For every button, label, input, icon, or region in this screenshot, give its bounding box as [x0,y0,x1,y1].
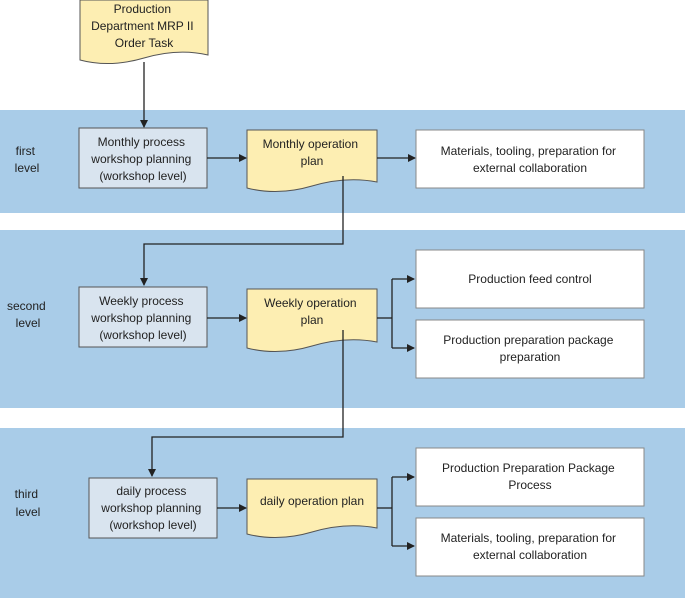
level-label-second: second level [7,299,49,330]
monthly-materials-label: Materials, tooling, preparation for exte… [441,144,620,175]
weekly-process-label: Weekly process workshop planning (worksh… [90,294,194,342]
order-task-label: Production Department MRP II Order Task [91,2,197,50]
arrow-weekly-plan-to-daily [148,330,344,477]
monthly-process-box [78,127,208,189]
weekly-process-box [78,286,208,348]
monthly-plan-document [246,129,378,193]
package-process-label: Production Preparation Package Process [442,461,618,492]
daily-materials-label: Materials, tooling, preparation for exte… [441,531,620,562]
weekly-plan-label: Weekly operation plan [264,296,360,327]
package-prep-box [415,319,645,379]
level-label-first: first level [15,144,40,175]
daily-process-label: daily process workshop planning (worksho… [100,484,204,532]
daily-process-box [88,477,218,539]
package-prep-label: Production preparation package preparati… [443,333,616,364]
monthly-materials-box [415,129,645,189]
level-label-third: third level [15,487,42,519]
arrow-monthly-plan-to-weekly [140,176,344,286]
daily-materials-box [415,517,645,577]
monthly-process-label: Monthly process workshop planning (works… [90,135,194,183]
monthly-plan-label: Monthly operation plan [263,137,362,168]
daily-plan-document [246,478,378,539]
feed-control-label: Production feed control [468,272,591,286]
feed-control-box [415,249,645,309]
weekly-plan-document [246,288,378,353]
package-process-box [415,447,645,507]
order-task-document [79,0,209,65]
daily-plan-label: daily operation plan [260,494,364,508]
